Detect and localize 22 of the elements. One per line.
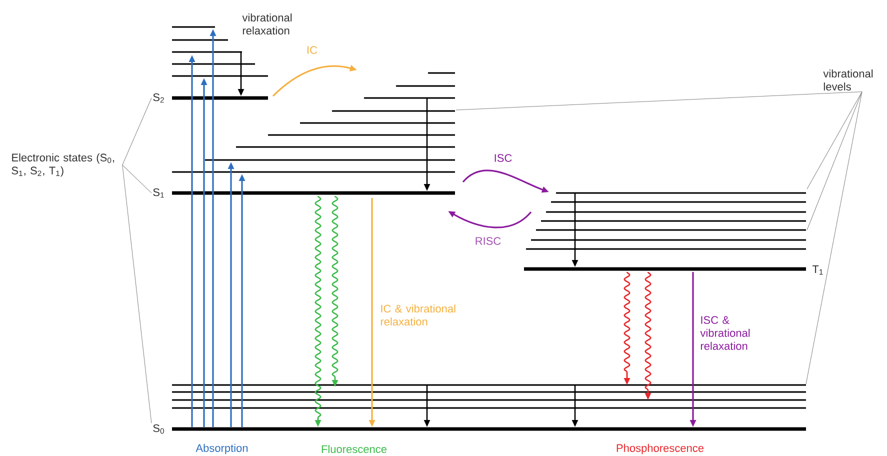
annotation-label: IC xyxy=(308,46,318,54)
annotation-label: ISC xyxy=(494,154,512,162)
leader-line xyxy=(122,164,152,424)
annotation-label: IC & vibrational relaxation xyxy=(380,304,456,326)
annotation-label: ISC & vibrational relaxation xyxy=(700,316,750,350)
annotation-label: vibrational levels xyxy=(823,69,873,91)
leader-line xyxy=(806,92,862,384)
annotation-label: RISC xyxy=(476,237,501,245)
annotation-label: vibrational relaxation xyxy=(242,13,292,35)
annotation-label: Fluorescence xyxy=(322,444,387,454)
state-group-label: Electronic states (S$_{0}$, S$_{1}$, S$_{2}$, T$_{1}$) xyxy=(12,153,114,177)
leader-line xyxy=(806,92,862,230)
leader-line xyxy=(806,92,862,190)
leader-line xyxy=(122,98,152,166)
annotation-label: Absorption xyxy=(196,444,248,454)
state-label: S$_{2}$ xyxy=(153,93,164,103)
annotation-label: Phosphorescence xyxy=(616,444,704,454)
state-label: S$_{1}$ xyxy=(153,188,164,198)
leader-line xyxy=(122,164,152,194)
leader-line xyxy=(456,92,862,110)
state-label: S$_{0}$ xyxy=(153,424,164,434)
state-label: T$_{1}$ xyxy=(812,265,823,275)
